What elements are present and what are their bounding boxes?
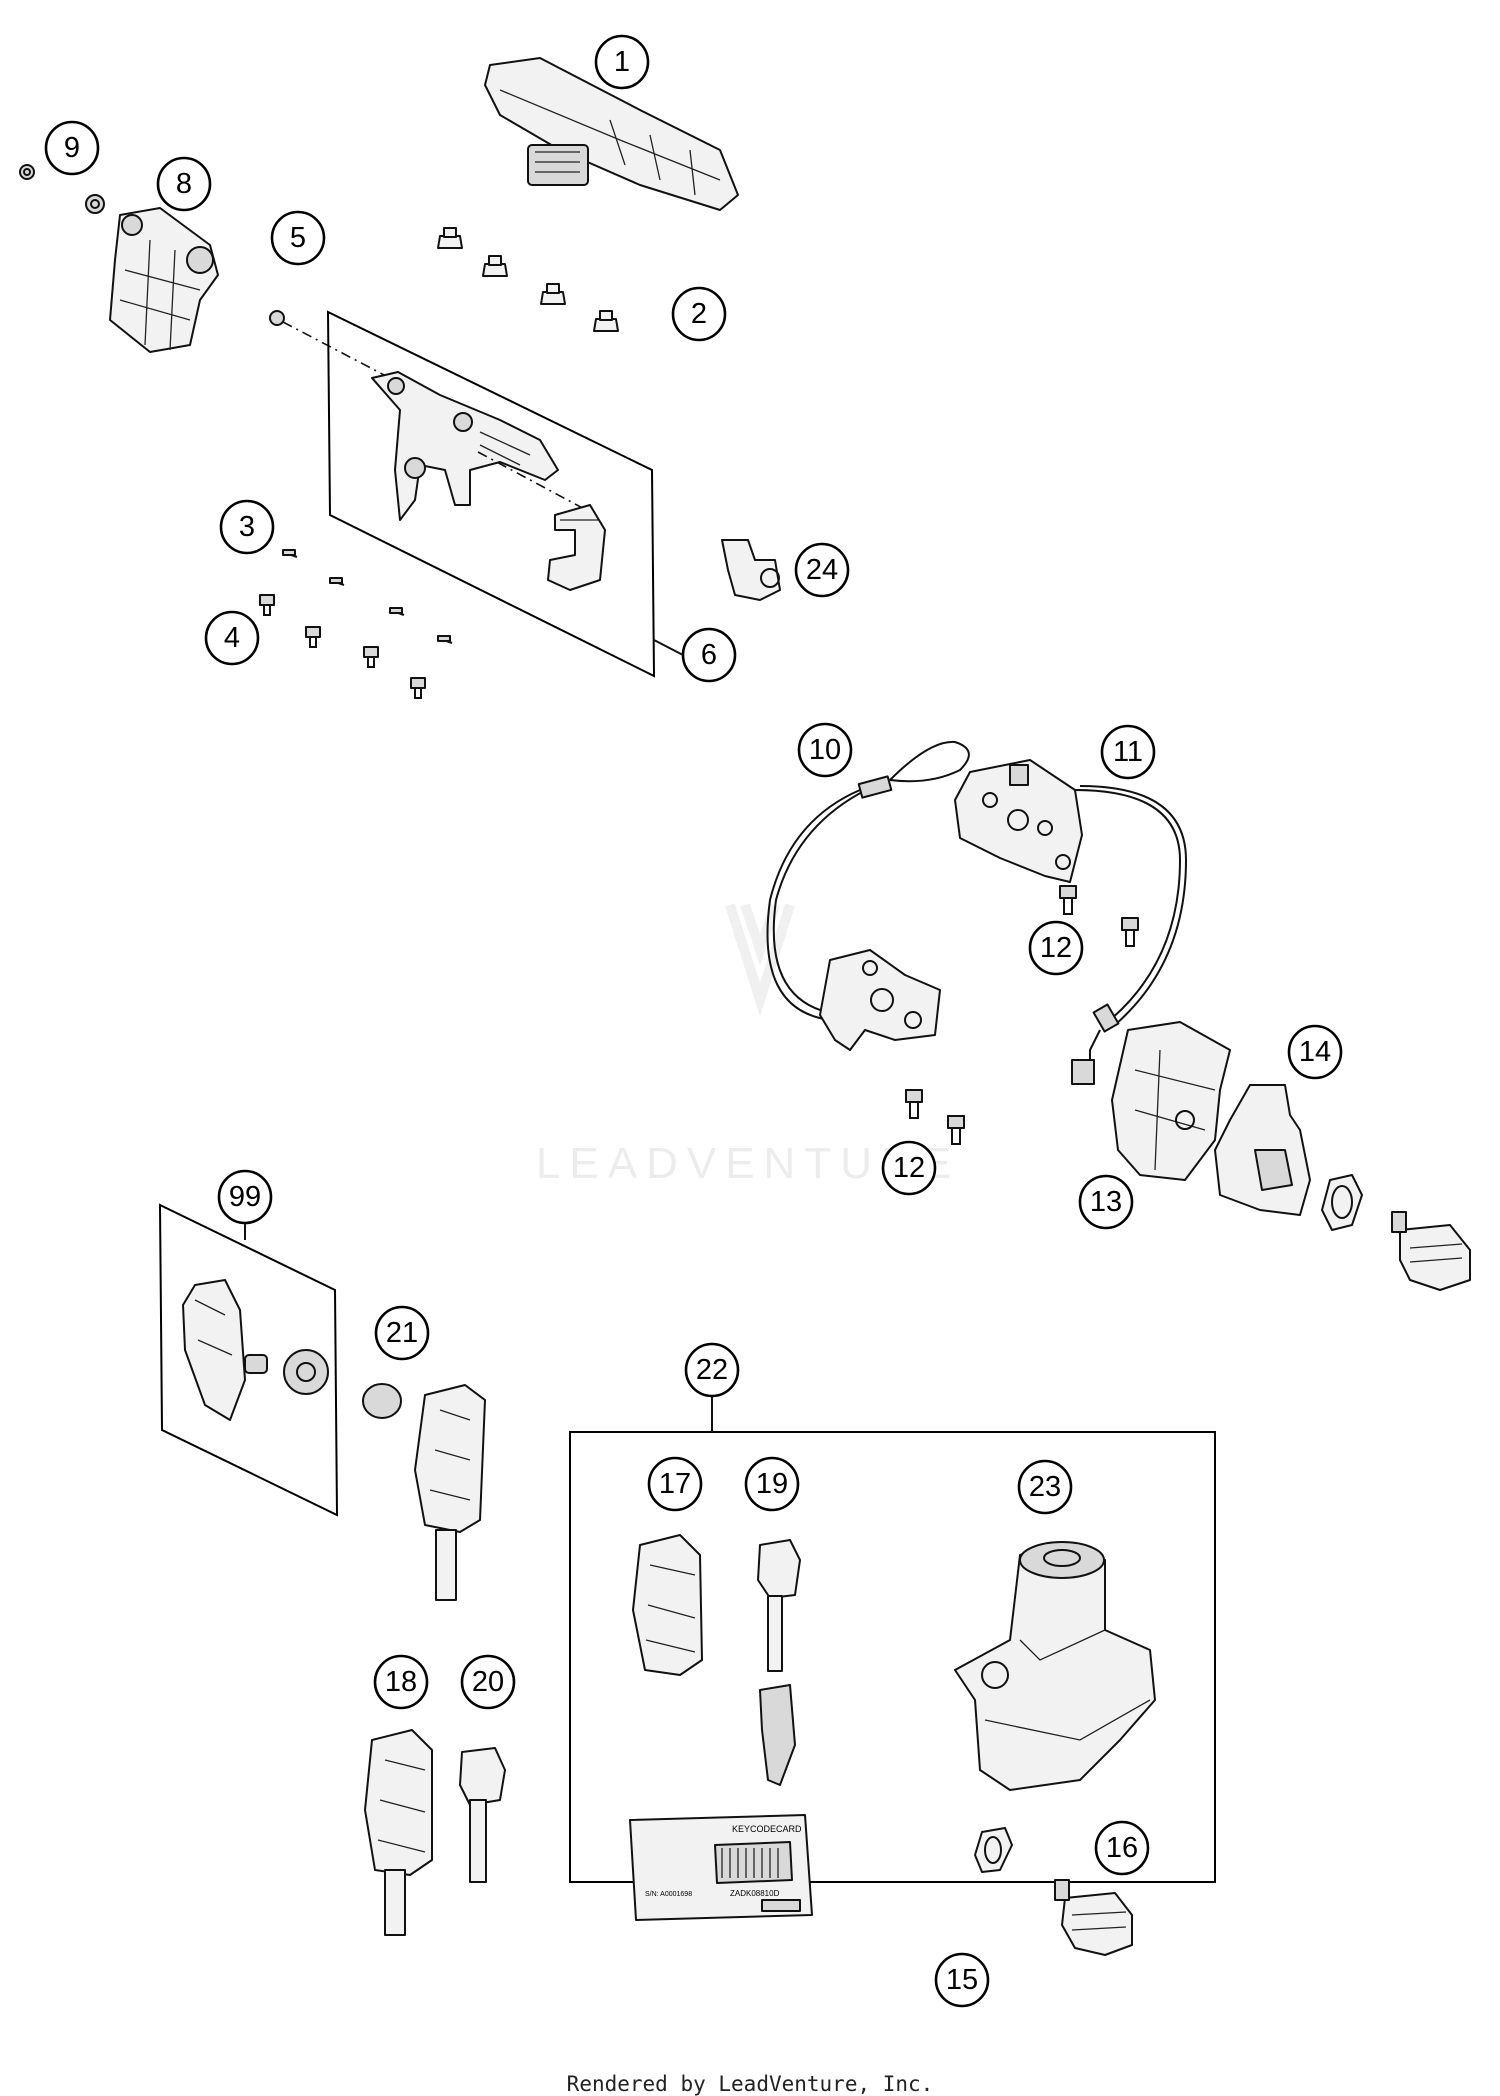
- keycard-title: KEYCODECARD: [732, 1824, 802, 1834]
- seat-lock-cable[interactable]: [766, 740, 970, 1051]
- svg-text:10: 10: [809, 734, 841, 766]
- bolt-5[interactable]: [269, 310, 471, 421]
- svg-text:18: 18: [385, 1666, 417, 1698]
- svg-text:5: 5: [290, 222, 306, 254]
- svg-text:14: 14: [1299, 1036, 1331, 1068]
- svg-text:12: 12: [893, 1152, 925, 1184]
- callout-6[interactable]: 6: [681, 627, 737, 683]
- svg-text:17: 17: [659, 1468, 691, 1500]
- svg-text:6: 6: [701, 639, 717, 671]
- footer-credit: Rendered by LeadVenture, Inc.: [566, 2072, 934, 2096]
- svg-text:23: 23: [1029, 1471, 1061, 1503]
- lock-housing[interactable]: [1111, 1021, 1231, 1181]
- callout-18[interactable]: 18: [373, 1654, 429, 1710]
- key-cover-kit-frame: [158, 1203, 339, 1517]
- svg-text:15: 15: [946, 1964, 978, 1996]
- remote-key-18[interactable]: [364, 1729, 433, 1936]
- callout-10[interactable]: 10: [797, 722, 853, 778]
- callout-19[interactable]: 19: [744, 1456, 800, 1512]
- screws-4[interactable]: [259, 594, 426, 699]
- svg-text:2: 2: [691, 298, 707, 330]
- remote-key-17[interactable]: [632, 1534, 703, 1676]
- svg-text:19: 19: [756, 1468, 788, 1500]
- watermark-text: LEADVENTURE: [536, 1139, 960, 1188]
- callout-23[interactable]: 23: [1017, 1459, 1073, 1515]
- bracket-part[interactable]: [371, 371, 606, 591]
- svg-text:24: 24: [806, 554, 838, 586]
- cover-part[interactable]: [109, 207, 219, 353]
- nut-15[interactable]: [974, 1827, 1013, 1873]
- callout-16[interactable]: 16: [1094, 1820, 1150, 1876]
- callout-21[interactable]: 21: [374, 1305, 430, 1361]
- rubber-buffers[interactable]: [437, 227, 619, 332]
- svg-text:16: 16: [1106, 1832, 1138, 1864]
- callout-13[interactable]: 13: [1078, 1174, 1134, 1230]
- callout-12a[interactable]: 12: [1028, 920, 1084, 976]
- callout-24[interactable]: 24: [794, 542, 850, 598]
- lock-cylinder[interactable]: [1391, 1211, 1471, 1291]
- svg-text:8: 8: [176, 168, 192, 200]
- svg-text:13: 13: [1090, 1186, 1122, 1218]
- svg-text:9: 9: [64, 132, 80, 164]
- cylinder-16[interactable]: [1054, 1879, 1133, 1956]
- screws-3[interactable]: [282, 549, 453, 644]
- svg-text:20: 20: [472, 1666, 504, 1698]
- svg-text:22: 22: [696, 1354, 728, 1386]
- lock-cover-plate[interactable]: [1214, 1084, 1311, 1216]
- ignition-lock[interactable]: [954, 1541, 1156, 1791]
- callout-11[interactable]: 11: [1100, 724, 1156, 780]
- svg-text:4: 4: [224, 622, 240, 654]
- keycard-code: ZADK08810D: [730, 1889, 780, 1898]
- remote-key-21[interactable]: [414, 1384, 486, 1601]
- nuts[interactable]: [19, 164, 105, 214]
- svg-text:11: 11: [1113, 736, 1143, 768]
- keycard-serial: S/N: A0001698: [645, 1891, 692, 1898]
- callout-15[interactable]: 15: [934, 1952, 990, 2008]
- key-battery[interactable]: [362, 1383, 402, 1419]
- keycode-card[interactable]: KEYCODECARD ZADK08810D S/N: A0001698: [629, 1814, 813, 1921]
- lock-nut[interactable]: [1321, 1174, 1363, 1231]
- dashboard-display[interactable]: [484, 57, 739, 211]
- svg-text:3: 3: [239, 511, 255, 543]
- callout-22[interactable]: 22: [684, 1342, 740, 1398]
- callout-3[interactable]: 3: [219, 499, 275, 555]
- svg-text:12: 12: [1040, 932, 1072, 964]
- callout-2[interactable]: 2: [671, 286, 727, 342]
- seat-lock-plate[interactable]: [954, 759, 1188, 1085]
- callout-99[interactable]: 99: [217, 1169, 273, 1225]
- key-19[interactable]: [757, 1539, 801, 1786]
- leader-lines: [244, 639, 684, 1240]
- svg-text:21: 21: [386, 1317, 418, 1349]
- lock-set-frame: [569, 1397, 1216, 1883]
- key-cover[interactable]: [182, 1279, 329, 1421]
- callout-5[interactable]: 5: [270, 210, 326, 266]
- key-blank-20[interactable]: [459, 1747, 506, 1883]
- svg-text:1: 1: [614, 46, 630, 78]
- watermark: LEADVENTURE: [536, 903, 960, 1188]
- callout-12b[interactable]: 12: [881, 1140, 937, 1196]
- usb-socket[interactable]: [721, 539, 781, 601]
- screws-12[interactable]: [905, 885, 1139, 1145]
- svg-text:99: 99: [229, 1181, 261, 1213]
- callout-9[interactable]: 9: [44, 120, 100, 176]
- callout-14[interactable]: 14: [1287, 1024, 1343, 1080]
- callout-20[interactable]: 20: [460, 1654, 516, 1710]
- callout-8[interactable]: 8: [156, 156, 212, 212]
- callout-1[interactable]: 1: [594, 34, 650, 90]
- callout-17[interactable]: 17: [647, 1456, 703, 1512]
- bracket-kit-frame: [326, 310, 656, 678]
- callout-4[interactable]: 4: [204, 610, 260, 666]
